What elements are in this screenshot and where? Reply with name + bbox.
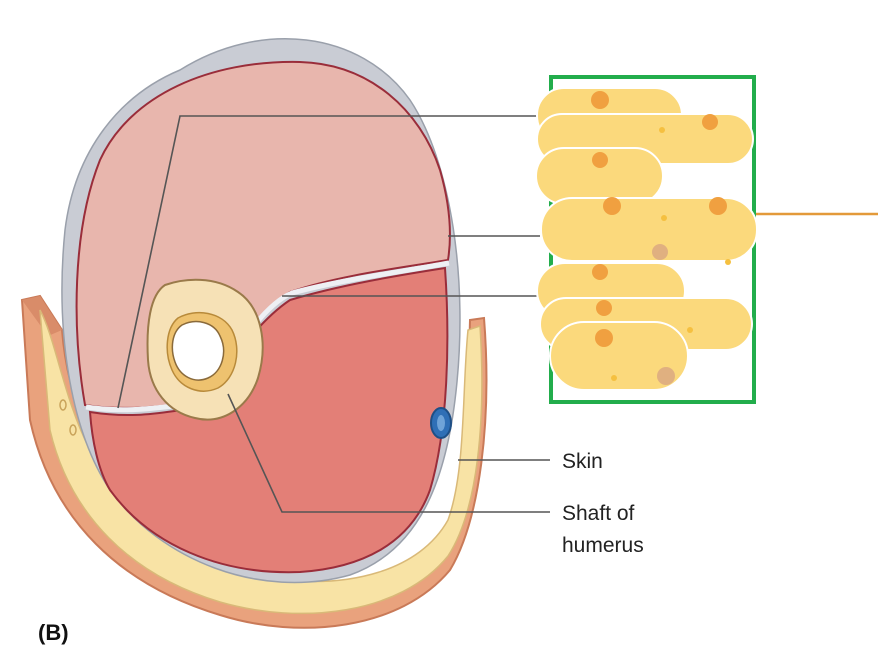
leader-lines — [117, 115, 550, 513]
leader-line-anterior — [117, 115, 540, 409]
label-shaft-line1: Shaft of — [562, 502, 635, 525]
leader-line-humerus — [227, 393, 550, 513]
vessel — [430, 407, 452, 439]
sticker-stack — [535, 87, 758, 391]
sticker-4 — [540, 197, 758, 262]
label-skin: Skin — [562, 450, 603, 473]
label-shaft-line2: humerus — [562, 534, 644, 557]
humerus-shaft — [146, 278, 264, 421]
sticker-decoration — [591, 91, 731, 385]
sticker-7 — [549, 321, 689, 391]
panel-label: (B) — [38, 620, 69, 645]
label-occluder — [535, 75, 878, 404]
